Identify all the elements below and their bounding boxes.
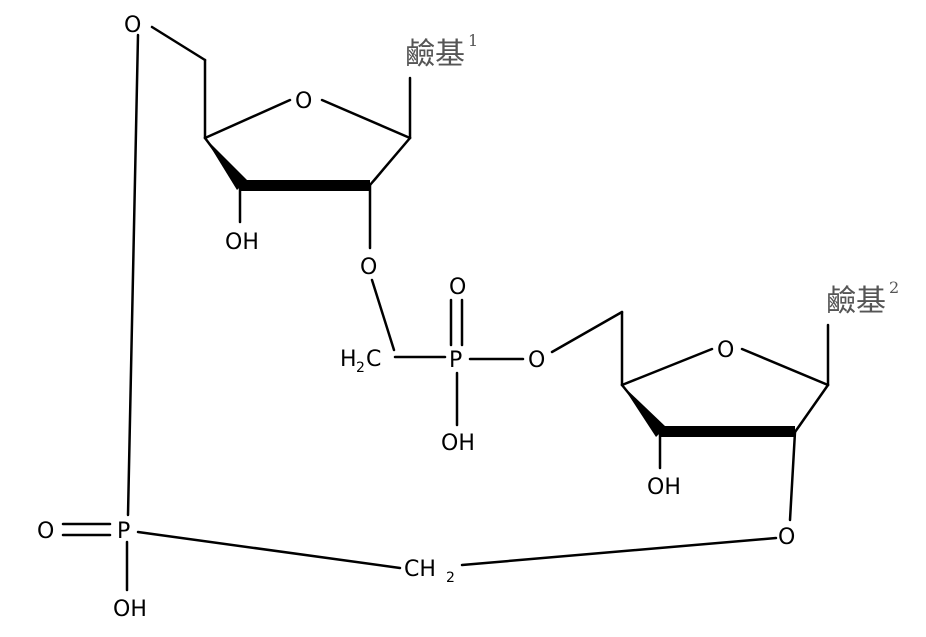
atom-ring1-oh: OH: [225, 230, 259, 255]
bond-c2-o-2: [790, 432, 795, 520]
bond-o-ch2-1: [372, 280, 394, 350]
bonds: [63, 27, 828, 590]
atom-ch2-bottom-sub: 2: [446, 570, 455, 586]
atom-ch2-c: C: [366, 347, 381, 372]
atom-o-link2: O: [528, 348, 545, 373]
atom-ring2-o: O: [717, 338, 734, 363]
wedge-ring2-left: [622, 385, 666, 437]
base1-label: 鹼基: [405, 37, 465, 72]
atom-ch2-bottom: CH: [404, 557, 436, 582]
atom-p2-o-double: O: [37, 519, 54, 544]
atom-ch2-sub: 2: [356, 360, 365, 376]
bond-ring1-c4-o: [205, 100, 290, 138]
base-labels: 鹼基 1 鹼基 2: [405, 31, 899, 319]
wedge-ring1-front: [240, 180, 370, 191]
bond-ring1-c1-c2: [370, 138, 410, 185]
base2-sup: 2: [889, 278, 899, 297]
wedge-ring2-front: [660, 426, 795, 437]
base1-sup: 1: [468, 31, 478, 50]
atom-p2: P: [117, 519, 130, 544]
bond-o-ch2-bottom: [462, 538, 776, 565]
atom-p2-oh: OH: [113, 597, 147, 622]
bond-o-top-c5-1: [152, 27, 205, 60]
bond-ch2-p2: [138, 532, 400, 568]
base2-label: 鹼基: [826, 284, 886, 319]
atom-o-link3: O: [778, 525, 795, 550]
bond-o-top-p2: [128, 35, 138, 515]
atom-ch2-h: H: [340, 347, 357, 372]
wedges: [205, 138, 828, 437]
atom-p1-oh: OH: [441, 431, 475, 456]
atom-p1: P: [449, 348, 462, 373]
atom-labels: O O OH O H 2 C O P OH O O OH O CH 2 O P …: [37, 13, 795, 622]
atom-ring1-o: O: [295, 89, 312, 114]
bond-ring1-o-c1: [322, 100, 410, 138]
atom-p1-o-double: O: [449, 275, 466, 300]
atom-ring2-oh: OH: [647, 475, 681, 500]
bond-ring2-o-c1: [742, 349, 828, 385]
atom-o-top: O: [124, 13, 141, 38]
bond-o-c5-2: [552, 312, 622, 352]
atom-o-link1: O: [360, 255, 377, 280]
bond-ring2-c4-o: [622, 349, 712, 385]
